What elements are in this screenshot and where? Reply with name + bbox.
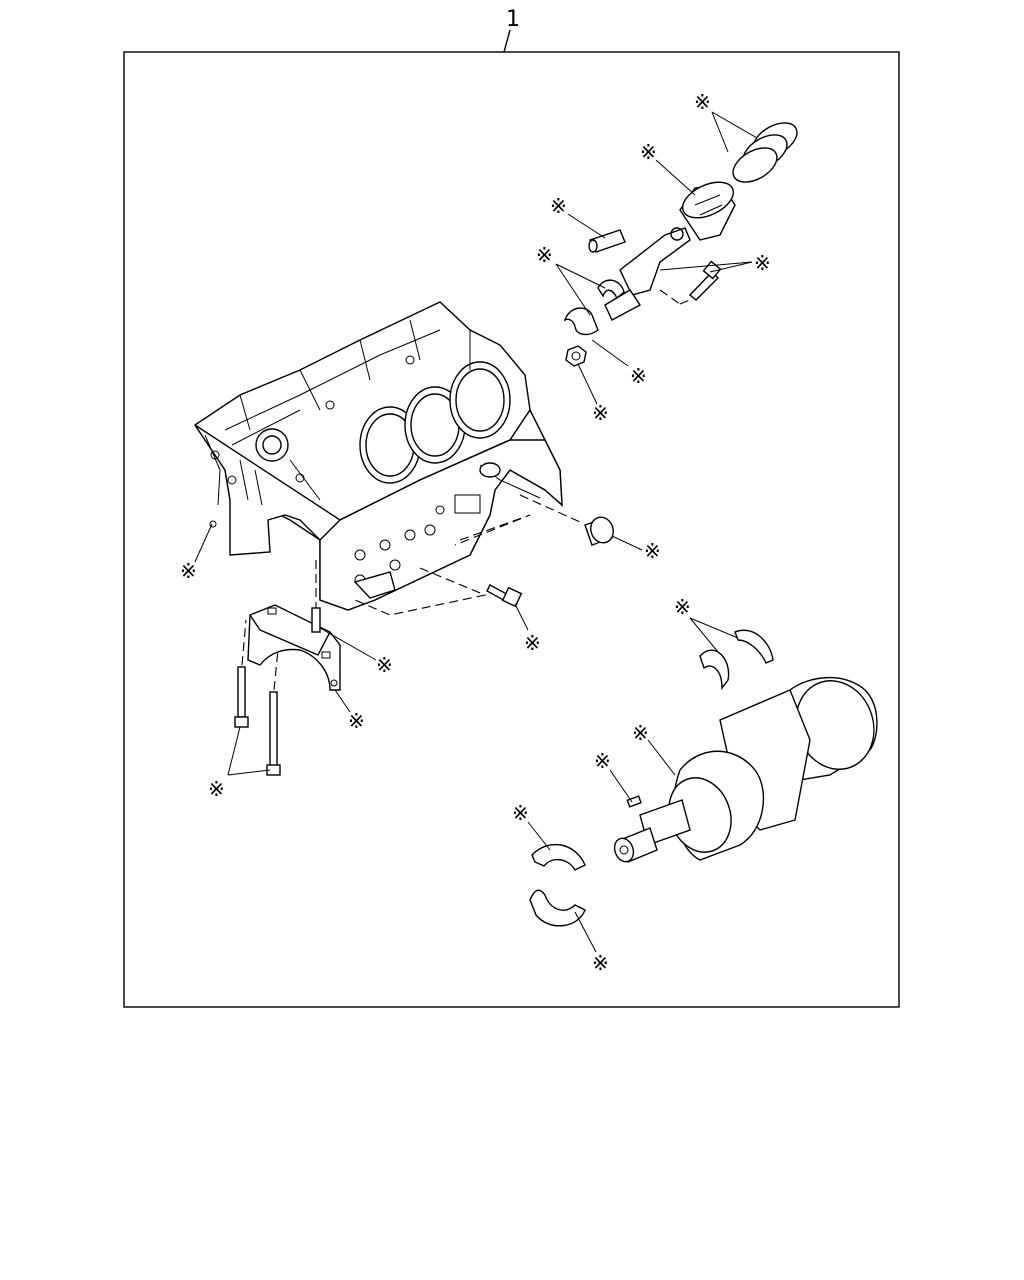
thrust-washers	[699, 629, 774, 691]
conrod-bearing-upper	[597, 279, 625, 300]
conrod-bearing-lower	[563, 307, 599, 336]
marker-crank-key: ※	[594, 749, 611, 773]
marker-block-pin: ※	[180, 559, 197, 583]
block-bolt	[486, 584, 523, 608]
marker-main-bearing-lower: ※	[592, 951, 609, 975]
marker-thrust-washers: ※	[674, 595, 691, 619]
main-bearing-cap	[247, 604, 341, 691]
marker-main-cap: ※	[348, 709, 365, 733]
connecting-rod	[604, 227, 691, 321]
callout-number: 1	[506, 7, 520, 32]
main-bearing-upper	[531, 843, 586, 871]
cap-bolts	[234, 666, 281, 776]
marker-leaders	[194, 111, 758, 953]
dowel-pin	[311, 607, 321, 633]
marker-piston: ※	[640, 140, 657, 164]
oil-plug	[584, 516, 614, 546]
piston	[679, 181, 736, 241]
piston-pin	[588, 229, 626, 253]
marker-cap-bolts: ※	[208, 777, 225, 801]
marker-block-bolt: ※	[524, 631, 541, 655]
marker-main-bearing-upper: ※	[512, 801, 529, 825]
conrod-bolt	[688, 260, 722, 301]
marker-conrod-nut: ※	[592, 401, 609, 425]
marker-dowel: ※	[376, 653, 393, 677]
cylinder-block	[194, 301, 563, 611]
piston-rings	[732, 122, 798, 183]
marker-oil-plug: ※	[644, 539, 661, 563]
reference-markers: ※ ※ ※ ※ ※ ※ ※ ※ ※ ※ ※ ※ ※ ※ ※ ※ ※ ※	[180, 90, 771, 975]
marker-conrod-bolt: ※	[754, 251, 771, 275]
main-bearing-lower	[529, 889, 586, 927]
marker-piston-rings: ※	[694, 90, 711, 114]
marker-crankshaft: ※	[632, 721, 649, 745]
marker-piston-pin: ※	[550, 194, 567, 218]
marker-conrod-bearing-upper: ※	[536, 243, 553, 267]
marker-conrod-bearing-lower: ※	[630, 364, 647, 388]
conrod-nut	[565, 345, 587, 367]
kit-frame	[123, 51, 900, 1008]
callout-leader	[503, 29, 511, 53]
crankshaft	[613, 676, 878, 863]
